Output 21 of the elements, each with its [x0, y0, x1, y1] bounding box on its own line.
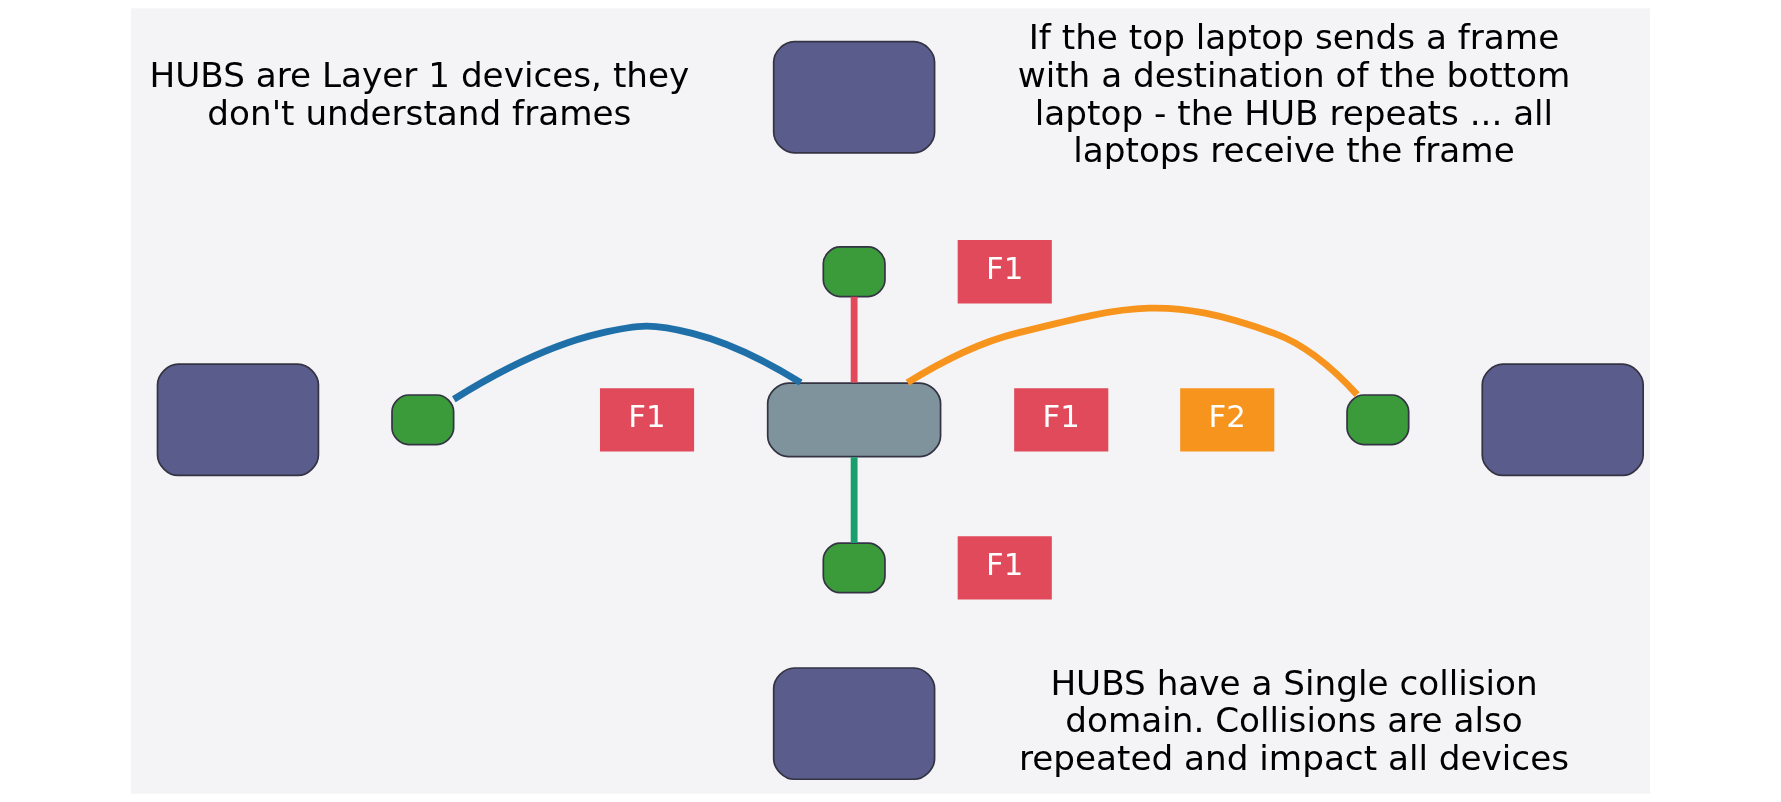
node-box: F1: [1014, 388, 1109, 452]
node-box: F2: [1180, 388, 1275, 452]
connector: [905, 304, 1360, 397]
connector: [850, 296, 858, 383]
label: HUBS are Layer 1 devices, they don't understand frames: [149, 54, 690, 133]
node-box: [766, 382, 942, 458]
node-box: [822, 542, 886, 594]
node-box: [391, 394, 455, 446]
connector: [452, 322, 803, 403]
node-box: [1481, 363, 1644, 477]
node-box: [156, 363, 320, 477]
node-box: [822, 246, 886, 298]
connector: [850, 457, 858, 543]
node-box: [772, 40, 936, 154]
node-box: F1: [957, 240, 1052, 304]
node-box: [772, 667, 936, 781]
label: If the top laptop sends a frame with a destination of the bottom laptop - the HUB repeats ... all laptops receive the frame: [1017, 17, 1571, 171]
node-box: F1: [957, 536, 1052, 600]
label: HUBS have a Single collision domain. Collisions are also repeated and impact all devices: [1018, 662, 1570, 778]
node-box: [1346, 394, 1410, 446]
node-box: F1: [599, 388, 695, 452]
